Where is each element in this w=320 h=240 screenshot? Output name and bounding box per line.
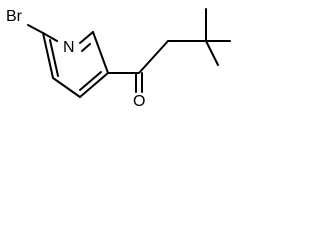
nitrogen-atom-label: N — [63, 39, 75, 56]
chemical-structure: Br N O — [6, 8, 231, 110]
bond-c3-c4 — [79, 72, 109, 98]
bond-c5-c6 — [42, 32, 54, 79]
bond-c2-c3 — [92, 31, 109, 74]
double-bond-n1-c2-inner — [81, 43, 91, 52]
bond-c6-n1 — [42, 32, 58, 42]
bond-c4-c5 — [52, 77, 81, 98]
bond-br-c6 — [27, 24, 44, 34]
bond-methyl-down — [205, 40, 219, 66]
double-bond-c3-c4-inner — [79, 71, 102, 91]
bond-n1-c2 — [79, 31, 94, 44]
double-bond-c5-c6-inner — [49, 39, 59, 77]
oxygen-atom-label: O — [133, 93, 145, 110]
bromine-atom-label: Br — [6, 8, 23, 25]
bond-carbonyl-ch2 — [138, 40, 169, 74]
